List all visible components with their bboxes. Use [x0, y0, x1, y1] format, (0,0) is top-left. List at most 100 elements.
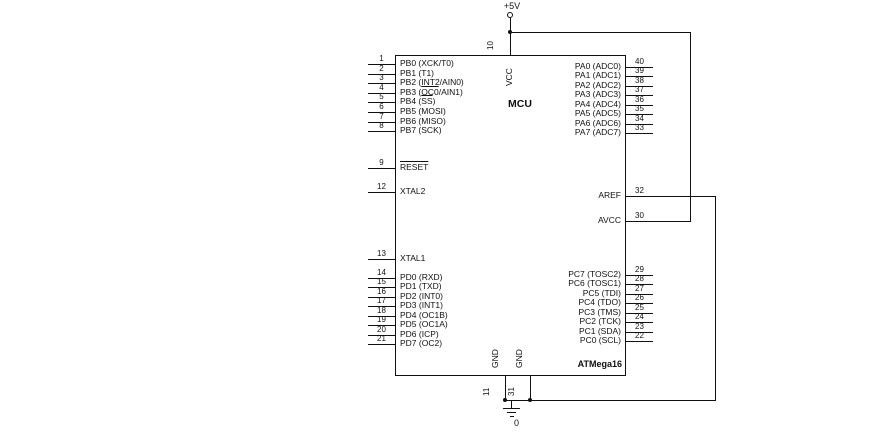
pin-number: 28 — [635, 274, 644, 283]
pin-label: PC1 (SDA) — [578, 326, 621, 336]
pin-number: 19 — [377, 315, 386, 324]
wire-segment — [715, 196, 716, 401]
wire-segment — [505, 376, 506, 400]
pin-stub — [368, 316, 395, 317]
wire-segment — [503, 408, 520, 409]
wire-segment — [530, 376, 531, 400]
pin-number: 8 — [379, 121, 384, 130]
pin-label: XTAL2 — [400, 186, 426, 196]
pin-number: 9 — [379, 158, 384, 167]
pin-number: 37 — [635, 85, 644, 94]
pin-label: AREF — [598, 190, 621, 200]
wire-segment — [626, 221, 691, 222]
pin-number: 14 — [377, 268, 386, 277]
pin-label: PA1 (ADC1) — [574, 70, 621, 80]
pin-stub — [368, 335, 395, 336]
pin-label: PD3 (INT1) — [400, 300, 443, 310]
pin-number: 35 — [635, 104, 644, 113]
pin-stub — [368, 297, 395, 298]
pin-label: PB7 (SCK) — [400, 125, 442, 135]
pin-stub — [626, 114, 653, 115]
pin-stub — [368, 306, 395, 307]
pin-label: PA5 (ADC5) — [574, 108, 621, 118]
pin-stub — [368, 131, 395, 132]
pin-label: RESET — [400, 162, 428, 173]
pin-number: 22 — [635, 331, 644, 340]
pin-stub — [368, 64, 395, 65]
pin-label: PD6 (ICP) — [400, 329, 439, 339]
pin-stub — [368, 122, 395, 123]
pin-stub — [626, 76, 653, 77]
pin-number: 32 — [635, 186, 644, 195]
pin-stub — [626, 303, 653, 304]
pin-number: 13 — [377, 249, 386, 258]
pin-label: PC6 (TOSC1) — [568, 278, 621, 288]
pin-label: PC3 (TMS) — [578, 307, 622, 317]
power-terminal-circle — [507, 12, 513, 18]
pin-number: 38 — [635, 76, 644, 85]
pin-label: PB0 (XCK/T0) — [400, 58, 454, 68]
pin-label: PB3 (OC0/AIN1) — [400, 87, 463, 97]
wire-segment — [511, 400, 512, 408]
pin-stub — [368, 278, 395, 279]
pin-stub — [626, 95, 653, 96]
pin-stub — [626, 341, 653, 342]
pin-number: 33 — [635, 123, 644, 132]
pin-number: 27 — [635, 284, 644, 293]
pin-number: 23 — [635, 322, 644, 331]
pin-stub — [626, 284, 653, 285]
wire-segment — [505, 400, 716, 401]
pin-stub — [368, 287, 395, 288]
pin-number: 36 — [635, 95, 644, 104]
pin-number: 16 — [377, 287, 386, 296]
pin-stub — [368, 93, 395, 94]
pin-label: PD1 (TXD) — [400, 281, 442, 291]
wire-segment — [510, 18, 511, 55]
pin-label: PA7 (ADC7) — [574, 127, 621, 137]
pin-number: 2 — [379, 64, 384, 73]
pin-label: PD4 (OC1B) — [400, 310, 448, 320]
gnd-pin-label-1: GND — [490, 349, 500, 368]
pin-label: PC5 (TDI) — [582, 288, 621, 298]
pin-number: 6 — [379, 102, 384, 111]
pin-number: 26 — [635, 293, 644, 302]
pin-stub — [368, 344, 395, 345]
pin-label: PC2 (TCK) — [579, 316, 621, 326]
pin-label: PA6 (ADC6) — [574, 118, 621, 128]
pin-stub — [626, 86, 653, 87]
pin-label: PA0 (ADC0) — [574, 61, 621, 71]
pin-stub — [368, 74, 395, 75]
pin-stub — [368, 192, 395, 193]
pin-label: PD7 (OC2) — [400, 338, 443, 348]
pin-stub — [368, 102, 395, 103]
pin-label: PD2 (INT0) — [400, 291, 443, 301]
pin-label: PD5 (OC1A) — [400, 319, 448, 329]
wire-segment — [690, 32, 691, 222]
wire-segment — [510, 32, 691, 33]
pin-stub — [626, 275, 653, 276]
overline-text: OC0 — [421, 87, 439, 97]
pin-label: PA4 (ADC4) — [574, 99, 621, 109]
pin-label: PB4 (SS) — [400, 96, 436, 106]
pin-number: 29 — [635, 265, 644, 274]
wire-segment — [510, 416, 514, 417]
pin-number: 7 — [379, 112, 384, 121]
junction-dot — [503, 398, 507, 402]
pin-label: PC4 (TDO) — [578, 297, 622, 307]
overline-text: RESET — [400, 162, 429, 172]
pin-number: 20 — [377, 325, 386, 334]
pin-label: PA2 (ADC2) — [574, 80, 621, 90]
pin-stub — [626, 124, 653, 125]
pin-number: 17 — [377, 296, 386, 305]
pin-number: 4 — [379, 83, 384, 92]
pin-label: PD0 (RXD) — [400, 272, 443, 282]
pin-label: PC7 (TOSC2) — [568, 269, 621, 279]
pin-number: 3 — [379, 73, 384, 82]
pin-label: PB2 (INT2/AIN0) — [400, 77, 464, 87]
pin-label: PA3 (ADC3) — [574, 89, 621, 99]
pin-number: 15 — [377, 277, 386, 286]
junction-dot — [528, 398, 532, 402]
pin-stub — [368, 112, 395, 113]
pin-number: 24 — [635, 312, 644, 321]
